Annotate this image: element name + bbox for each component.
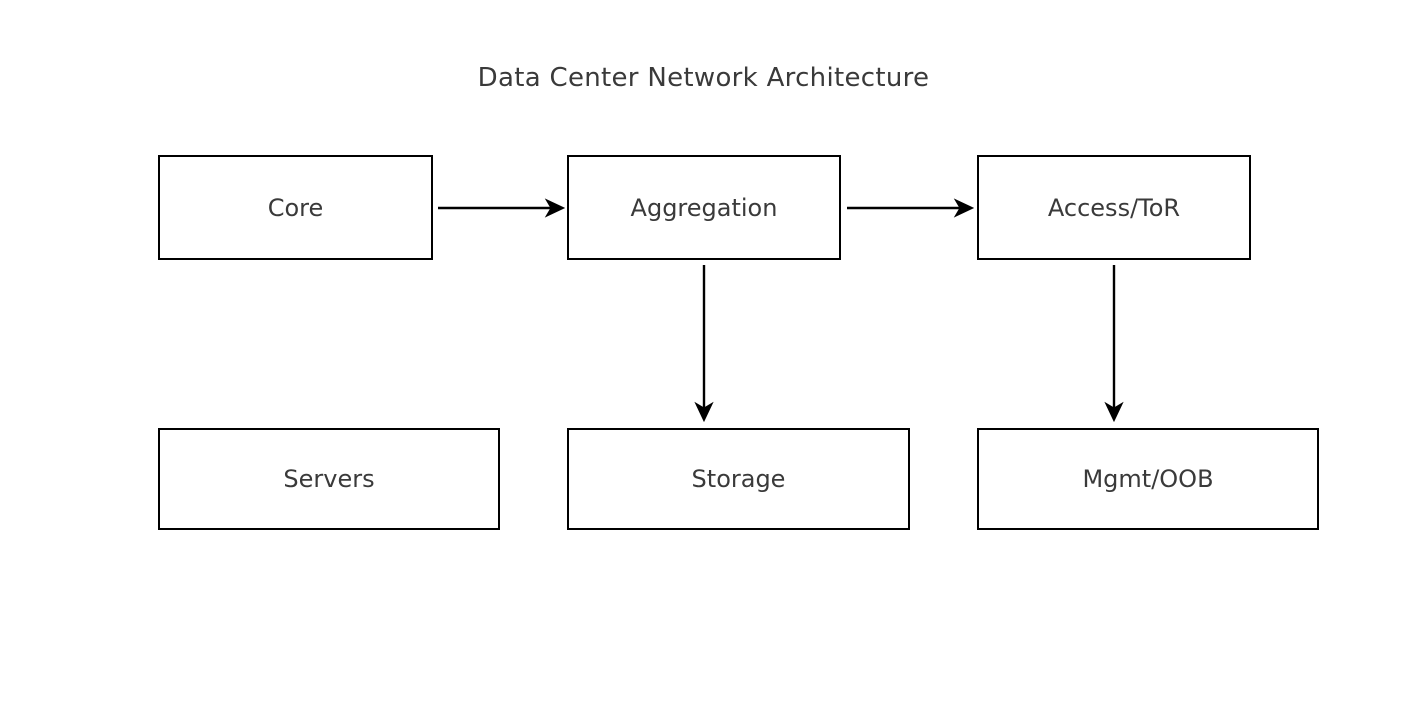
node-storage-label: Storage	[691, 465, 786, 493]
arrow-access-tor-to-mgmt-oob	[1104, 265, 1124, 423]
arrow-aggregation-to-access-tor	[847, 198, 975, 218]
node-aggregation: Aggregation	[567, 155, 841, 260]
node-servers-label: Servers	[283, 465, 375, 493]
node-mgmt-oob-label: Mgmt/OOB	[1082, 465, 1214, 493]
node-access-tor: Access/ToR	[977, 155, 1251, 260]
node-aggregation-label: Aggregation	[630, 193, 778, 222]
node-storage: Storage	[567, 428, 910, 530]
node-servers: Servers	[158, 428, 500, 530]
node-core: Core	[158, 155, 433, 260]
diagram-title: Data Center Network Architecture	[477, 63, 930, 93]
arrow-aggregation-to-storage	[694, 265, 714, 423]
node-access-tor-label: Access/ToR	[1047, 193, 1181, 222]
node-mgmt-oob: Mgmt/OOB	[977, 428, 1319, 530]
node-core-label: Core	[267, 193, 324, 222]
arrow-core-to-aggregation	[438, 198, 566, 218]
